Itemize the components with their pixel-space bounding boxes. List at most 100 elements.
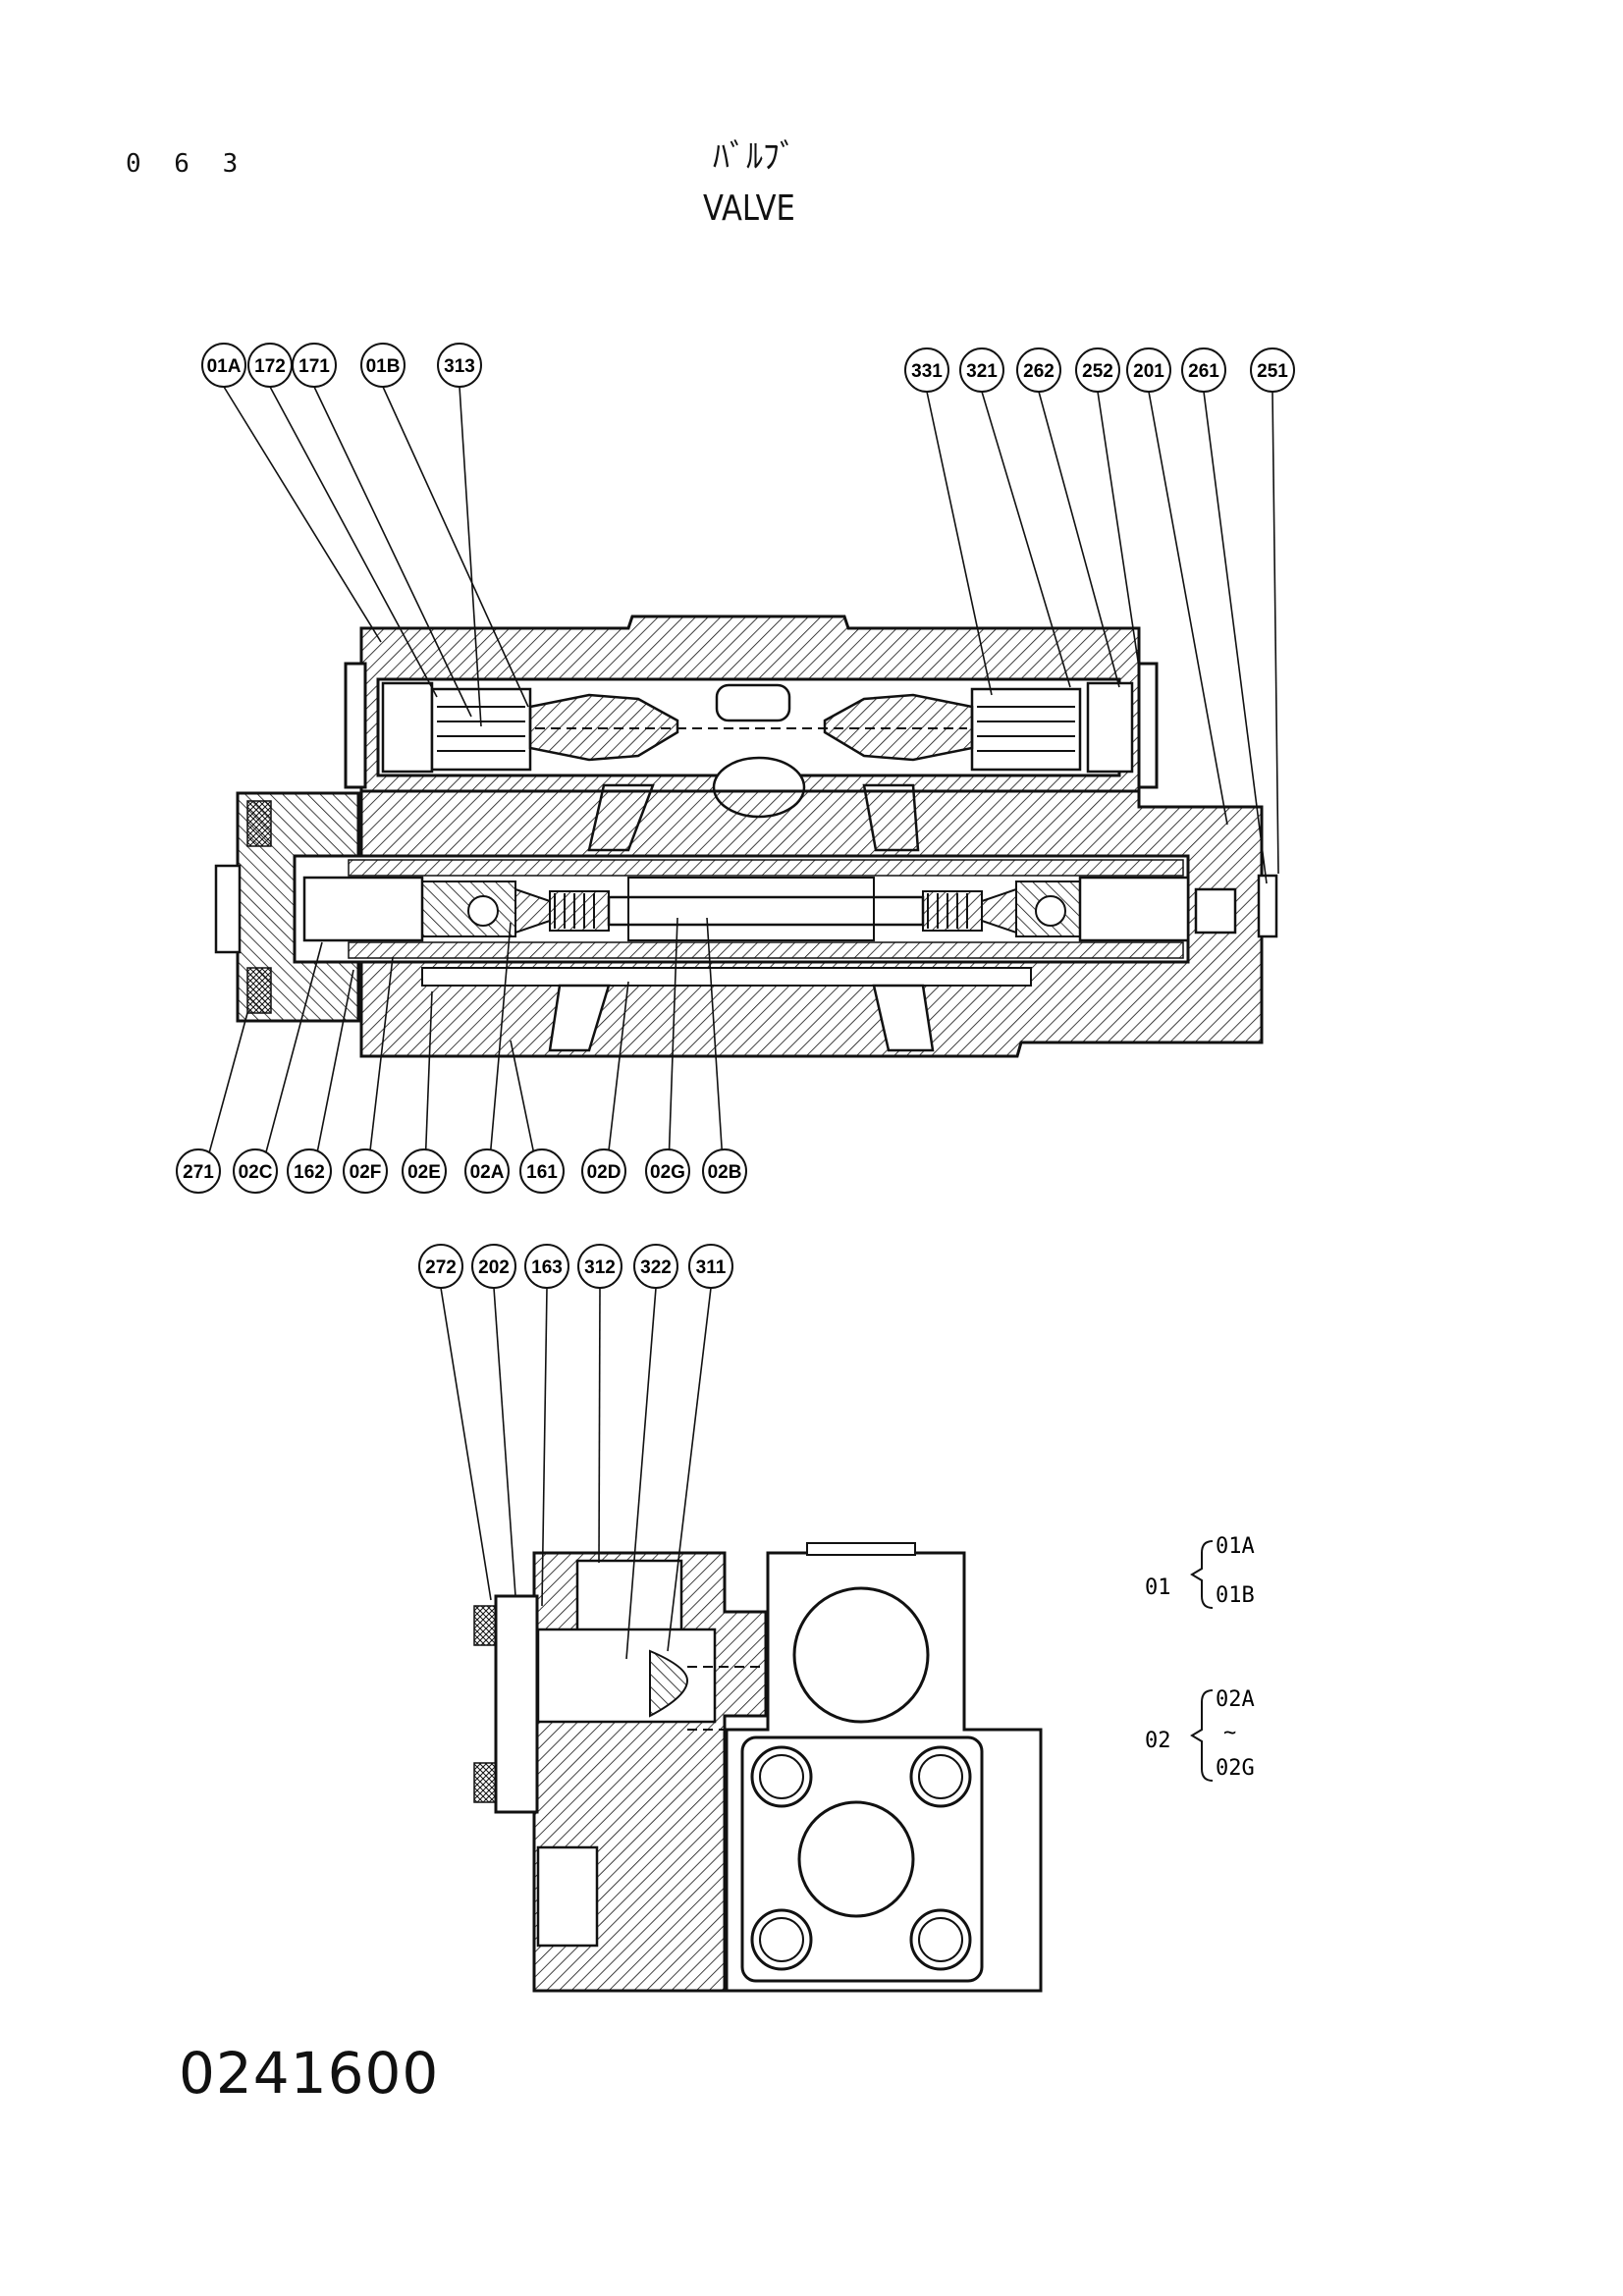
- callout-262: 262: [1016, 347, 1061, 393]
- callout-163: 163: [524, 1244, 569, 1289]
- callout-circle: [343, 1148, 388, 1194]
- side-view: [473, 1542, 1043, 1993]
- callout-322: 322: [633, 1244, 678, 1289]
- callout-label: 261: [1188, 361, 1219, 382]
- upper-right-cap: [1137, 662, 1159, 789]
- callout-313: 313: [437, 343, 482, 388]
- legend-item-range: ~: [1223, 1721, 1236, 1745]
- callout-171: 171: [292, 343, 337, 388]
- callout-252: 252: [1075, 347, 1120, 393]
- callout-label: 02D: [587, 1162, 622, 1183]
- callout-01a: 01A: [201, 343, 246, 388]
- callout-261: 261: [1181, 347, 1226, 393]
- callout-172: 172: [247, 343, 293, 388]
- leader-312: [598, 1287, 601, 1564]
- callout-272: 272: [418, 1244, 463, 1289]
- callout-circle: [1075, 347, 1120, 393]
- leader-272: [440, 1287, 492, 1601]
- drawing-number: 0241600: [179, 2040, 440, 2107]
- callout-circle: [471, 1244, 516, 1289]
- callout-circle: [577, 1244, 622, 1289]
- legend-item-01b: 01B: [1216, 1583, 1255, 1608]
- callout-label: 201: [1133, 361, 1164, 382]
- upper-left-poppet: [430, 687, 532, 772]
- callout-circle: [360, 343, 406, 388]
- callout-02d: 02D: [581, 1148, 626, 1194]
- leader-172: [269, 386, 438, 698]
- leader-311: [667, 1287, 712, 1652]
- legend-item-02a: 02A: [1216, 1687, 1255, 1712]
- callout-circle: [581, 1148, 626, 1194]
- callout-label: 02B: [708, 1162, 742, 1183]
- callout-271: 271: [176, 1148, 221, 1194]
- leader-171: [313, 386, 472, 718]
- leader-321: [981, 391, 1071, 688]
- callout-label: 02A: [470, 1162, 505, 1183]
- callout-331: 331: [904, 347, 949, 393]
- callout-circle: [524, 1244, 569, 1289]
- callout-circle: [176, 1148, 221, 1194]
- callout-circle: [233, 1148, 278, 1194]
- callout-label: 312: [584, 1257, 616, 1278]
- callout-label: 251: [1257, 361, 1288, 382]
- callout-02c: 02C: [233, 1148, 278, 1194]
- callout-circle: [645, 1148, 690, 1194]
- callout-circle: [1250, 347, 1295, 393]
- callout-circle: [402, 1148, 447, 1194]
- callout-circle: [201, 343, 246, 388]
- callout-label: 02G: [650, 1162, 685, 1183]
- leader-163: [541, 1287, 548, 1607]
- callout-label: 01A: [207, 356, 242, 377]
- callout-circle: [519, 1148, 565, 1194]
- spool-right: [1078, 876, 1190, 942]
- leader-02c: [254, 941, 323, 1194]
- callout-circle: [1126, 347, 1171, 393]
- leader-252: [1097, 391, 1140, 668]
- leader-322: [625, 1287, 657, 1660]
- page-number: 0 6 3: [126, 149, 247, 179]
- upper-right-poppet: [970, 687, 1082, 772]
- callout-label: 171: [298, 356, 330, 377]
- spool-left: [302, 876, 424, 942]
- callout-circle: [437, 343, 482, 388]
- callout-label: 271: [183, 1162, 214, 1183]
- callout-162: 162: [287, 1148, 332, 1194]
- title-english: VALVE: [703, 188, 795, 229]
- leader-331: [926, 391, 993, 696]
- callout-circle: [702, 1148, 747, 1194]
- callout-circle: [292, 343, 337, 388]
- leader-02a: [486, 922, 512, 1194]
- leader-01b: [382, 386, 529, 708]
- callout-circle: [633, 1244, 678, 1289]
- callout-label: 321: [966, 361, 998, 382]
- leader-02g: [667, 917, 678, 1194]
- callout-label: 02E: [407, 1162, 441, 1183]
- callout-02f: 02F: [343, 1148, 388, 1194]
- spool-center: [607, 895, 925, 927]
- callout-circle: [287, 1148, 332, 1194]
- callout-02b: 02B: [702, 1148, 747, 1194]
- callout-201: 201: [1126, 347, 1171, 393]
- leader-261: [1203, 391, 1268, 884]
- callout-202: 202: [471, 1244, 516, 1289]
- leader-01a: [223, 386, 382, 643]
- callout-circle: [1016, 347, 1061, 393]
- callout-02e: 02E: [402, 1148, 447, 1194]
- upper-left-cap: [344, 662, 367, 789]
- callout-label: 162: [294, 1162, 325, 1183]
- callout-161: 161: [519, 1148, 565, 1194]
- leader-201: [1148, 391, 1228, 826]
- leader-262: [1038, 391, 1120, 688]
- callout-label: 161: [526, 1162, 558, 1183]
- callout-circle: [418, 1244, 463, 1289]
- callout-circle: [1181, 347, 1226, 393]
- callout-label: 322: [640, 1257, 672, 1278]
- callout-label: 02F: [350, 1162, 382, 1183]
- section-view: [214, 614, 1278, 1058]
- leader-313: [459, 386, 482, 727]
- legend-group-02: 02: [1145, 1729, 1171, 1753]
- callout-251: 251: [1250, 347, 1295, 393]
- legend-group-01: 01: [1145, 1575, 1171, 1600]
